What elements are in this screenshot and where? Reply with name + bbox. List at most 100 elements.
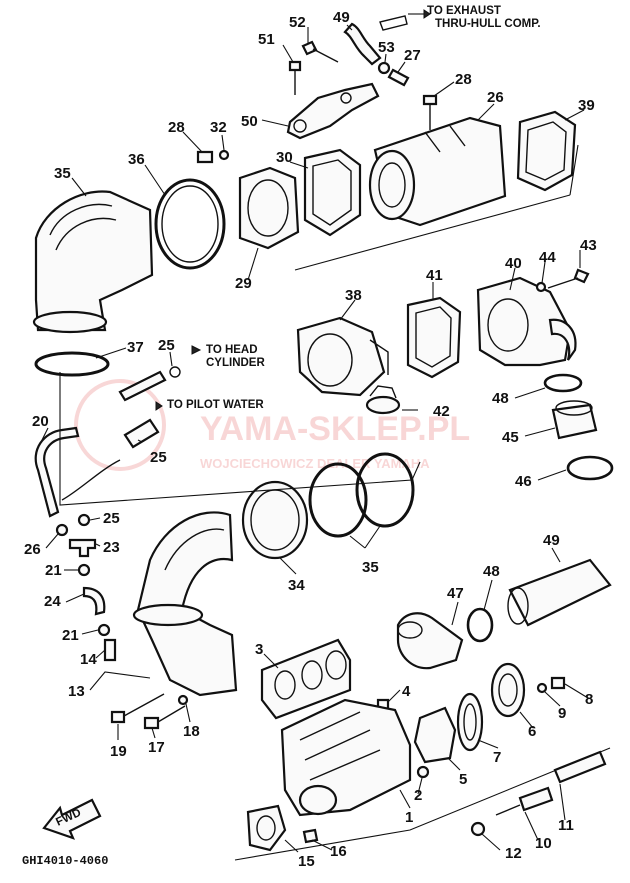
callout-46: 46 — [515, 473, 532, 490]
callout-38: 38 — [345, 287, 362, 304]
bracket-51 — [286, 82, 380, 140]
watermark: YAMA-SKLEP.PL WOJCIECHOWICZ DEALER YAMAH… — [74, 379, 470, 471]
pipe-49 — [508, 558, 612, 627]
callout-27: 27 — [404, 47, 421, 64]
clip-25-top — [169, 366, 181, 378]
gasket-3-port — [325, 650, 347, 680]
flange-29-bore — [247, 179, 289, 237]
callout-39: 39 — [578, 97, 595, 114]
housing-38-nozzle — [369, 339, 389, 375]
bracket-hole — [293, 119, 307, 133]
exhaust-hose — [343, 22, 382, 66]
callout-9: 9 — [558, 705, 566, 722]
elbow-35-cuff — [32, 310, 108, 334]
hose-head — [118, 370, 167, 402]
manifold-1-ribs — [299, 711, 381, 781]
tube-24 — [82, 586, 106, 616]
muffler-inlet — [368, 149, 416, 221]
callout-20: 20 — [32, 413, 49, 430]
note-pilot: TO PILOT WATER — [167, 399, 264, 411]
muffler-ribs — [424, 125, 466, 153]
elbow-13-rib — [164, 528, 225, 571]
fitting-42-top — [369, 385, 397, 399]
clamp-34 — [308, 462, 368, 538]
callout-16: 16 — [330, 843, 347, 860]
callout-44: 44 — [539, 249, 556, 266]
clamp-12 — [470, 821, 486, 837]
clamp-34 — [355, 452, 415, 528]
housing-40-bore — [487, 298, 529, 352]
bolt-19-shank — [123, 693, 165, 717]
elbow-35 — [34, 190, 154, 332]
callout-4: 4 — [402, 683, 411, 700]
watermark-subtitle: WOJCIECHOWICZ DEALER YAMAHA — [200, 456, 430, 471]
gasket-30-inner — [312, 159, 352, 226]
callout-15: 15 — [298, 853, 315, 870]
clip-25 — [55, 523, 69, 537]
callout-40: 40 — [505, 255, 522, 272]
clip-21 — [77, 563, 91, 577]
callout-53: 52 — [289, 14, 306, 31]
clamp-48 — [543, 373, 583, 393]
elbow-13 — [136, 511, 238, 697]
callout-25b: 25 — [103, 510, 120, 527]
callout-5: 5 — [459, 771, 467, 788]
callout-1: 1 — [405, 809, 413, 826]
clamp-36 — [154, 178, 226, 270]
clip-21 — [97, 623, 111, 637]
callout-17: 17 — [148, 739, 165, 756]
bolt-31 — [196, 150, 214, 164]
hose-10-end — [495, 804, 521, 816]
bolt-8 — [550, 676, 566, 690]
tube-23 — [123, 418, 160, 449]
gasket-7-inner — [463, 703, 477, 741]
callout-42: 42 — [433, 403, 450, 420]
bolt-43-head — [573, 268, 590, 284]
callout-23: 25 — [150, 449, 167, 466]
bolt-28 — [422, 94, 438, 106]
callout-25c: 26 — [24, 541, 41, 558]
drawing-code: GHI4010-4060 — [22, 854, 108, 868]
bolt-53 — [301, 40, 318, 56]
callout-47: 47 — [447, 585, 464, 602]
fitting-14 — [103, 638, 117, 662]
callout-21b: 21 — [62, 627, 79, 644]
callout-14: 14 — [80, 651, 97, 668]
callout-31: 28 — [168, 119, 185, 136]
callout-48b: 48 — [483, 563, 500, 580]
gasket-3-port — [274, 670, 296, 700]
note-exhaust-line2: THRU-HULL COMP. — [435, 18, 541, 30]
outlet-arrow-stub — [379, 15, 408, 31]
fitting-42 — [365, 395, 401, 415]
callout-33: 34 — [288, 577, 305, 594]
callout-29: 29 — [235, 275, 252, 292]
housing-40 — [476, 276, 572, 367]
callout-21a: 21 — [45, 562, 62, 579]
coupler-45 — [551, 403, 598, 440]
callout-35: 35 — [54, 165, 71, 182]
clamp-37 — [34, 351, 110, 377]
tee-22 — [68, 538, 97, 558]
muffler-inlet-bore — [378, 162, 406, 208]
callout-30: 30 — [276, 149, 293, 166]
bracket-hole — [340, 92, 352, 104]
leader-lines — [41, 24, 589, 853]
callout-37: 37 — [127, 339, 144, 356]
arrow-pilot-icon — [155, 401, 163, 411]
callout-43: 43 — [580, 237, 597, 254]
gasket-3-port — [301, 660, 323, 690]
callout-25a: 25 — [158, 337, 175, 354]
hose-link — [61, 459, 121, 501]
bolt-17-shank — [157, 705, 186, 723]
hose-10 — [518, 786, 554, 812]
hose-20 — [34, 426, 80, 518]
callout-28: 28 — [455, 71, 472, 88]
washer-32 — [218, 149, 230, 161]
gasket-39 — [516, 110, 577, 192]
group-line — [234, 747, 611, 861]
callout-22: 23 — [103, 539, 120, 556]
elbow-35-ribs — [49, 203, 117, 251]
gasket-15 — [246, 804, 287, 852]
manifold-1-outlet — [298, 784, 338, 816]
